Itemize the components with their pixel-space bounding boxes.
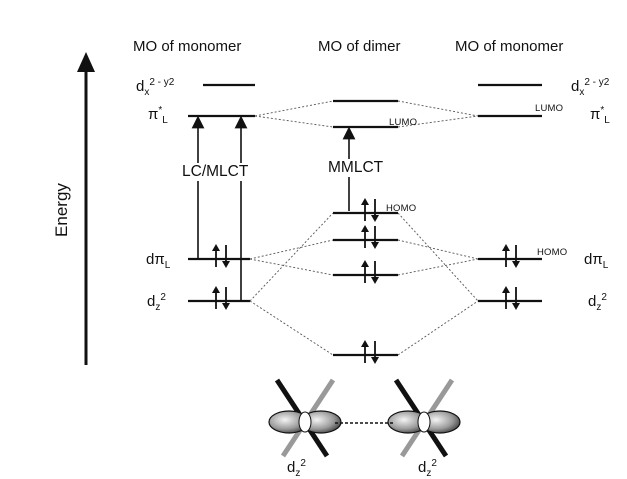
up-arrow-icon — [212, 244, 220, 267]
up-arrow-icon — [361, 225, 369, 248]
right-dz2-label: dz2 — [588, 292, 607, 313]
down-arrow-icon — [371, 341, 379, 364]
dz2-orbital-icon — [387, 378, 461, 458]
electron-pairs — [212, 198, 520, 364]
lumo-center-label: LUMO — [389, 117, 418, 128]
dz2-orbital-icon — [268, 378, 342, 458]
up-arrow-icon — [361, 260, 369, 283]
left-dpi-label: dπL — [146, 251, 171, 271]
energy-axis-label: Energy — [52, 183, 71, 237]
down-arrow-icon — [371, 261, 379, 284]
left-dx2y2-label: dx2 - y2 — [136, 77, 175, 98]
right-dpi-label: dπL — [584, 251, 609, 271]
up-arrow-icon — [212, 286, 220, 309]
right-dx2y2-label: dx2 - y2 — [571, 77, 610, 98]
lumo-right-label: LUMO — [535, 103, 564, 114]
up-arrow-icon — [361, 198, 369, 221]
down-arrow-icon — [371, 199, 379, 222]
down-arrow-icon — [371, 226, 379, 249]
header-dimer: MO of dimer — [318, 38, 401, 55]
dz2-orbital-label-left: dz2 — [287, 458, 306, 479]
down-arrow-icon — [512, 287, 520, 310]
header-left-monomer: MO of monomer — [133, 38, 242, 55]
right-pi-star-label: π*L — [590, 105, 610, 126]
dz2-orbital-label-right: dz2 — [418, 458, 437, 479]
header-right-monomer: MO of monomer — [455, 38, 564, 55]
up-arrow-icon — [502, 244, 510, 267]
left-pi-star-label: π*L — [148, 105, 168, 126]
energy-axis-arrowhead — [77, 52, 95, 72]
homo-center-label: HOMO — [386, 203, 417, 214]
up-arrow-icon — [502, 286, 510, 309]
homo-right-label: HOMO — [537, 247, 568, 258]
down-arrow-icon — [512, 245, 520, 268]
lc-mlct-label: LC/MLCT — [180, 163, 251, 181]
down-arrow-icon — [222, 287, 230, 310]
mmlct-label: MMLCT — [326, 159, 386, 177]
down-arrow-icon — [222, 245, 230, 268]
up-arrow-icon — [361, 340, 369, 363]
left-dz2-label: dz2 — [147, 292, 166, 313]
